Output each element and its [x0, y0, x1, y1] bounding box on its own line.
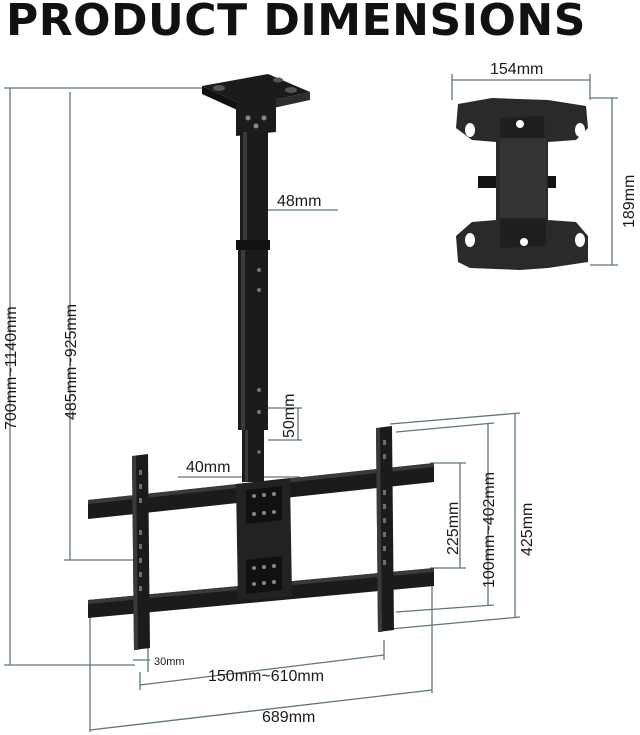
overall-height-label: 700mm~1140mm — [3, 306, 20, 430]
bracket-height-label: 425mm — [519, 503, 536, 556]
lower-pole-label: 40mm — [186, 459, 230, 476]
pole-step-label: 50mm — [281, 394, 298, 438]
vesa-horizontal-line — [139, 654, 385, 686]
tv-bracket — [88, 426, 434, 650]
dimension-lines — [4, 74, 618, 732]
overall-width-label: 689mm — [262, 709, 315, 726]
arm-offset-label: 30mm — [154, 656, 185, 668]
overall-width-line — [89, 689, 433, 731]
ceiling-plate — [202, 74, 310, 136]
page-title: PRODUCT DIMENSIONS — [6, 0, 586, 46]
plate-height-label: 189mm — [621, 175, 638, 228]
vesa-horizontal-label: 150mm~610mm — [208, 668, 324, 685]
pole-diameter-label: 48mm — [277, 193, 321, 210]
bar-spacing-label: 225mm — [445, 502, 462, 555]
ceiling-plate-detail — [456, 98, 588, 270]
vesa-vertical-label: 100mm~402mm — [481, 472, 498, 588]
plate-width-label: 154mm — [490, 61, 543, 78]
pole-height-label: 485mm~925mm — [63, 304, 80, 420]
telescopic-pole — [236, 132, 270, 482]
dimension-labels: 700mm~1140mm 485mm~925mm 48mm 50mm 40mm … — [3, 61, 638, 726]
